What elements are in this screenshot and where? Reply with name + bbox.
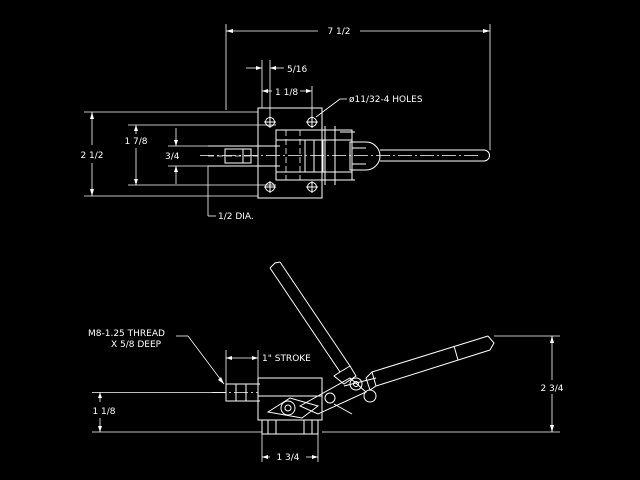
dim-stroke: 1" STROKE <box>225 350 311 384</box>
dim-slot-offset: 5/16 <box>246 60 307 118</box>
dim-stroke-label: 1" STROKE <box>262 354 311 364</box>
linkage <box>266 377 377 419</box>
handle-extended <box>365 335 495 391</box>
dim-base-width-label: 1 3/4 <box>276 453 299 463</box>
thread-callout-line1: M8-1.25 THREAD <box>88 329 165 339</box>
mounting-holes <box>264 116 318 193</box>
clamp-base <box>257 377 323 435</box>
dim-base-height-label: 1 1/8 <box>92 407 115 417</box>
dim-plunger-height: 3/4 <box>165 128 208 184</box>
dim-plunger-height-label: 3/4 <box>165 152 180 162</box>
dim-overall-length-label: 7 1/2 <box>327 27 350 37</box>
mounting-hole <box>264 181 276 193</box>
dim-hole-spacing-label: 1 1/8 <box>275 88 298 98</box>
side-view: 1" STROKE M8-1.25 THREAD X 5/8 DEEP 1 1/… <box>88 261 564 463</box>
handle-raised <box>269 261 357 385</box>
dim-base-width: 1 3/4 <box>261 434 319 463</box>
thread-callout: M8-1.25 THREAD X 5/8 DEEP <box>88 329 225 385</box>
holes-callout-label: ø11/32-4 HOLES <box>349 95 423 105</box>
dim-spindle-span-label: 1 7/8 <box>124 137 147 147</box>
mounting-hole <box>306 116 318 128</box>
dim-overall-height-top-label: 2 1/2 <box>80 151 103 161</box>
plunger-dia-callout: 1/2 DIA. <box>207 166 254 222</box>
dim-overall-height-side-label: 2 3/4 <box>540 384 563 394</box>
dim-slot-offset-label: 5/16 <box>287 65 307 75</box>
top-view: 7 1/2 5/16 1 1/8 ø11/32-4 HOLES <box>80 24 491 222</box>
handle-top-view <box>200 149 490 162</box>
thread-callout-line2: X 5/8 DEEP <box>111 340 162 350</box>
clamp-head <box>349 141 381 171</box>
plunger <box>208 145 280 167</box>
dim-overall-length: 7 1/2 <box>225 24 491 150</box>
dim-base-height: 1 1/8 <box>92 392 262 433</box>
dim-overall-height-side: 2 3/4 <box>322 335 564 433</box>
mounting-hole <box>306 181 318 193</box>
clamp-body <box>275 126 355 185</box>
dim-hole-spacing: 1 1/8 <box>262 86 313 117</box>
mounting-plate <box>257 107 323 199</box>
plunger-dia-callout-label: 1/2 DIA. <box>218 212 254 222</box>
holes-callout: ø11/32-4 HOLES <box>315 95 423 118</box>
dim-overall-height-top: 2 1/2 <box>80 111 258 197</box>
dim-spindle-span: 1 7/8 <box>124 124 276 186</box>
